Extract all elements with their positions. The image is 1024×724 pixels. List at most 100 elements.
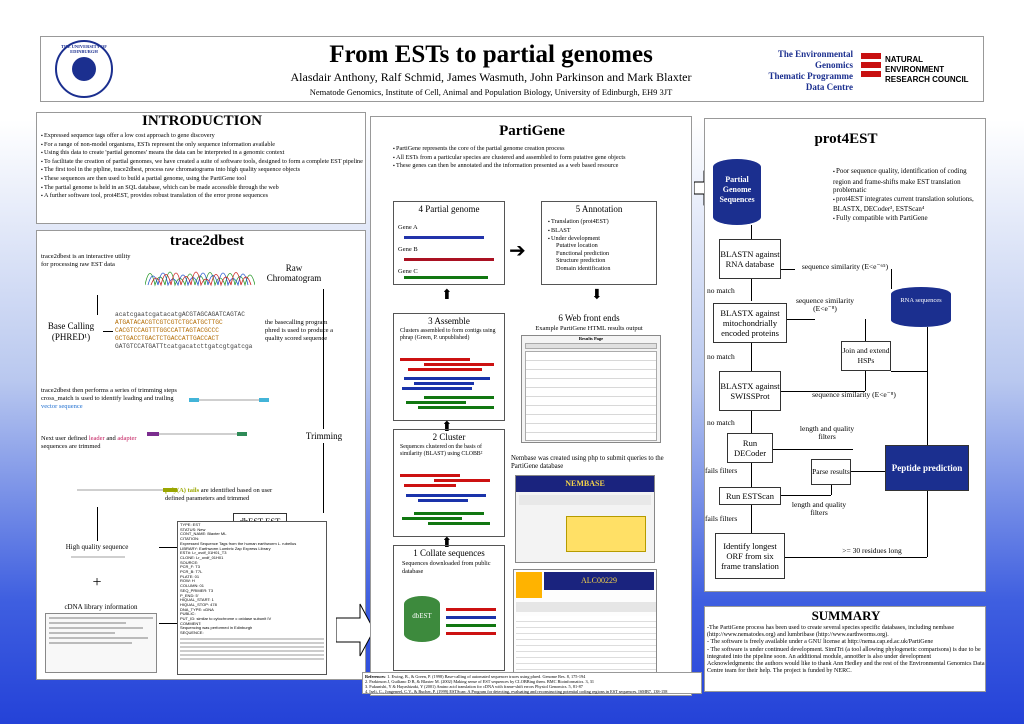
- results-page-screenshot: Results Page: [521, 335, 661, 443]
- trimming-label: Trimming: [305, 431, 343, 441]
- university-logo-text: THE UNIVERSITY OF EDINBURGH: [60, 44, 108, 54]
- list-item: A further software tool, prot4EST, provi…: [41, 192, 363, 201]
- plus-sign: +: [92, 574, 102, 591]
- arrow-up-icon: ⬆: [441, 536, 453, 551]
- base-calling-label: Base Calling (PHRED¹): [47, 321, 95, 342]
- summary-title: SUMMARY: [811, 608, 881, 623]
- poster-title: From ESTs to partial genomes: [329, 41, 653, 68]
- peptide-prediction-box: Peptide prediction: [885, 445, 969, 491]
- prot4est-panel: prot4EST Partial Genome Sequences Poor s…: [704, 118, 986, 592]
- prot4est-list: Poor sequence quality, identification of…: [833, 167, 983, 224]
- list-item: Fully compatible with PartiGene: [833, 214, 983, 225]
- list-item: Using this data to create 'partial genom…: [41, 149, 363, 158]
- vector-sequence-bar: [189, 398, 269, 402]
- step6-box: 6 Web front ends Example PartiGene HTML …: [515, 313, 663, 449]
- step4-box: 4 Partial genome Gene A Gene B Gene C: [393, 201, 505, 285]
- flow-arrow-icon: [336, 603, 375, 657]
- partial-genome-db-icon: Partial Genome Sequences: [713, 159, 761, 225]
- introduction-panel: INTRODUCTION Expressed sequence tags off…: [36, 112, 366, 224]
- step6-title: 6 Web front ends: [558, 313, 620, 323]
- step3-title: 3 Assemble: [428, 316, 470, 326]
- step4-title: 4 Partial genome: [418, 204, 480, 214]
- sim2-label: sequence similarity (E<e⁻⁸): [795, 296, 855, 313]
- phred-note: the basecalling program phred is used to…: [265, 319, 334, 342]
- length-quality-label: length and quality filters: [791, 500, 847, 517]
- run-estscan-box: Run ESTScan: [719, 487, 781, 505]
- trace2dbest-intro: trace2dbest is an interactive utility fo…: [41, 253, 131, 268]
- called-sequence: acatcgaatcgatacatgACGTAGCAGATCAGTAC ATGA…: [115, 311, 253, 350]
- arrow-up-icon: ⬆: [441, 420, 453, 435]
- no-match-label: no match: [707, 352, 735, 361]
- header-panel: THE UNIVERSITY OF EDINBURGH From ESTs to…: [40, 36, 984, 102]
- step5-title: 5 Annotation: [575, 204, 623, 214]
- partigene-title: PartiGene: [499, 123, 565, 139]
- references-box: References: 1. Ewing, B., & Green, P. (1…: [362, 672, 702, 694]
- nembase-note: Nembase was created using php to submit …: [511, 455, 664, 470]
- high-quality-sequence-label: High quality sequence: [65, 543, 129, 551]
- university-crest-icon: [72, 57, 96, 81]
- fails-filters-label: fails filters: [705, 466, 738, 475]
- list-item: The first tool in the pipline, trace2dbe…: [41, 166, 363, 175]
- partigene-list: PartiGene represents the core of the par…: [393, 145, 653, 171]
- list-item: For a range of non-model organisms, ESTs…: [41, 141, 363, 150]
- programme-text: The Environmental Genomics Thematic Prog…: [768, 49, 853, 92]
- poster-affiliation: Nematode Genomics, Institute of Cell, An…: [309, 87, 673, 97]
- blastx-swiss-box: BLASTX against SWISSProt: [719, 371, 781, 411]
- rna-db-icon: RNA sequences: [891, 287, 951, 327]
- adapter-note: Next user defined leader and adapter seq…: [41, 435, 137, 450]
- list-item: These genes can then be annotated and th…: [393, 162, 653, 171]
- summary-text: -The PartiGene process has been used to …: [707, 625, 985, 675]
- run-decoder-box: Run DECoder: [727, 433, 773, 463]
- blastn-box: BLASTN against RNA database: [719, 239, 781, 279]
- arrow-up-icon: ⬆: [441, 288, 453, 303]
- cdna-library-box: [45, 613, 157, 673]
- list-item: The partial genome is held in an SQL dat…: [41, 184, 363, 193]
- arrow-right-icon: ➔: [509, 240, 526, 262]
- hq-sequence-bar: [71, 556, 125, 558]
- gene-a-bar: [404, 236, 484, 239]
- polya-sequence-bar: [77, 488, 177, 492]
- cdna-library-label: cDNA library information: [64, 603, 138, 611]
- chromatogram-image: [144, 257, 256, 287]
- poster-authors: Alasdair Anthony, Ralf Schmid, James Was…: [290, 70, 692, 84]
- dbest-file-content: TYPE: EST STATUS: New CONT_NAME: Blaxter…: [177, 521, 327, 675]
- gene-b-bar: [404, 258, 494, 261]
- join-extend-box: Join and extend HSPs: [841, 341, 891, 371]
- step1-box: 1 Collate sequences Sequences downloaded…: [393, 545, 505, 671]
- gene-c-bar: [404, 276, 488, 279]
- step2-box: 2 Cluster Sequences clustered on the bas…: [393, 429, 505, 537]
- prot4est-title: prot4EST: [814, 131, 878, 147]
- chromatogram-trace-icon: [144, 271, 256, 287]
- length-quality-label: length and quality filters: [799, 424, 855, 441]
- list-item: To facilitate the creation of partial ge…: [41, 158, 363, 167]
- raw-chromatogram-label: Raw Chromatogram: [266, 263, 322, 283]
- step5-box: 5 Annotation Translation (prot4EST) BLAS…: [541, 201, 657, 285]
- list-item: Poor sequence quality, identification of…: [833, 167, 983, 195]
- list-item: All ESTs from a particular species are c…: [393, 154, 653, 163]
- introduction-title: INTRODUCTION: [141, 113, 262, 129]
- step2-title: 2 Cluster: [432, 432, 466, 442]
- nerc-text: NATURAL ENVIRONMENT RESEARCH COUNCIL: [885, 55, 969, 84]
- nerc-logo-icon: [861, 53, 881, 87]
- arrow-down-icon: ⬇: [591, 288, 603, 303]
- list-item: PartiGene represents the core of the par…: [393, 145, 653, 154]
- blastx-mito-box: BLASTX against mitochondrially encoded p…: [713, 303, 787, 343]
- nembase-screenshot: NEMBASE: [515, 475, 655, 563]
- identify-orf-box: Identify longest ORF from six frame tran…: [715, 533, 785, 579]
- parse-results-box: Parse results: [811, 459, 851, 485]
- sim3-label: sequence similarity (E<e⁻⁸): [812, 390, 896, 399]
- list-item: prot4EST integrates current translation …: [833, 195, 983, 214]
- step3-box: 3 Assemble Clusters assembled to form co…: [393, 313, 505, 421]
- fails-filters-label: fails filters: [705, 514, 738, 523]
- summary-panel: SUMMARY -The PartiGene process has been …: [704, 606, 986, 692]
- step1-title: 1 Collate sequences: [413, 548, 485, 558]
- nembase-result-screenshot: ALC00229: [513, 569, 657, 681]
- partigene-panel: PartiGene PartiGene represents the core …: [370, 116, 692, 696]
- trace2dbest-title: trace2dbest: [169, 233, 245, 249]
- no-match-label: no match: [707, 418, 735, 427]
- list-item: These sequences are then used to build a…: [41, 175, 363, 184]
- polya-note: poly(A) tails are identified based on us…: [165, 487, 273, 502]
- university-logo: THE UNIVERSITY OF EDINBURGH: [55, 40, 113, 98]
- no-match-label: no match: [707, 286, 735, 295]
- trimming-note: trace2dbest then performs a series of tr…: [41, 387, 177, 410]
